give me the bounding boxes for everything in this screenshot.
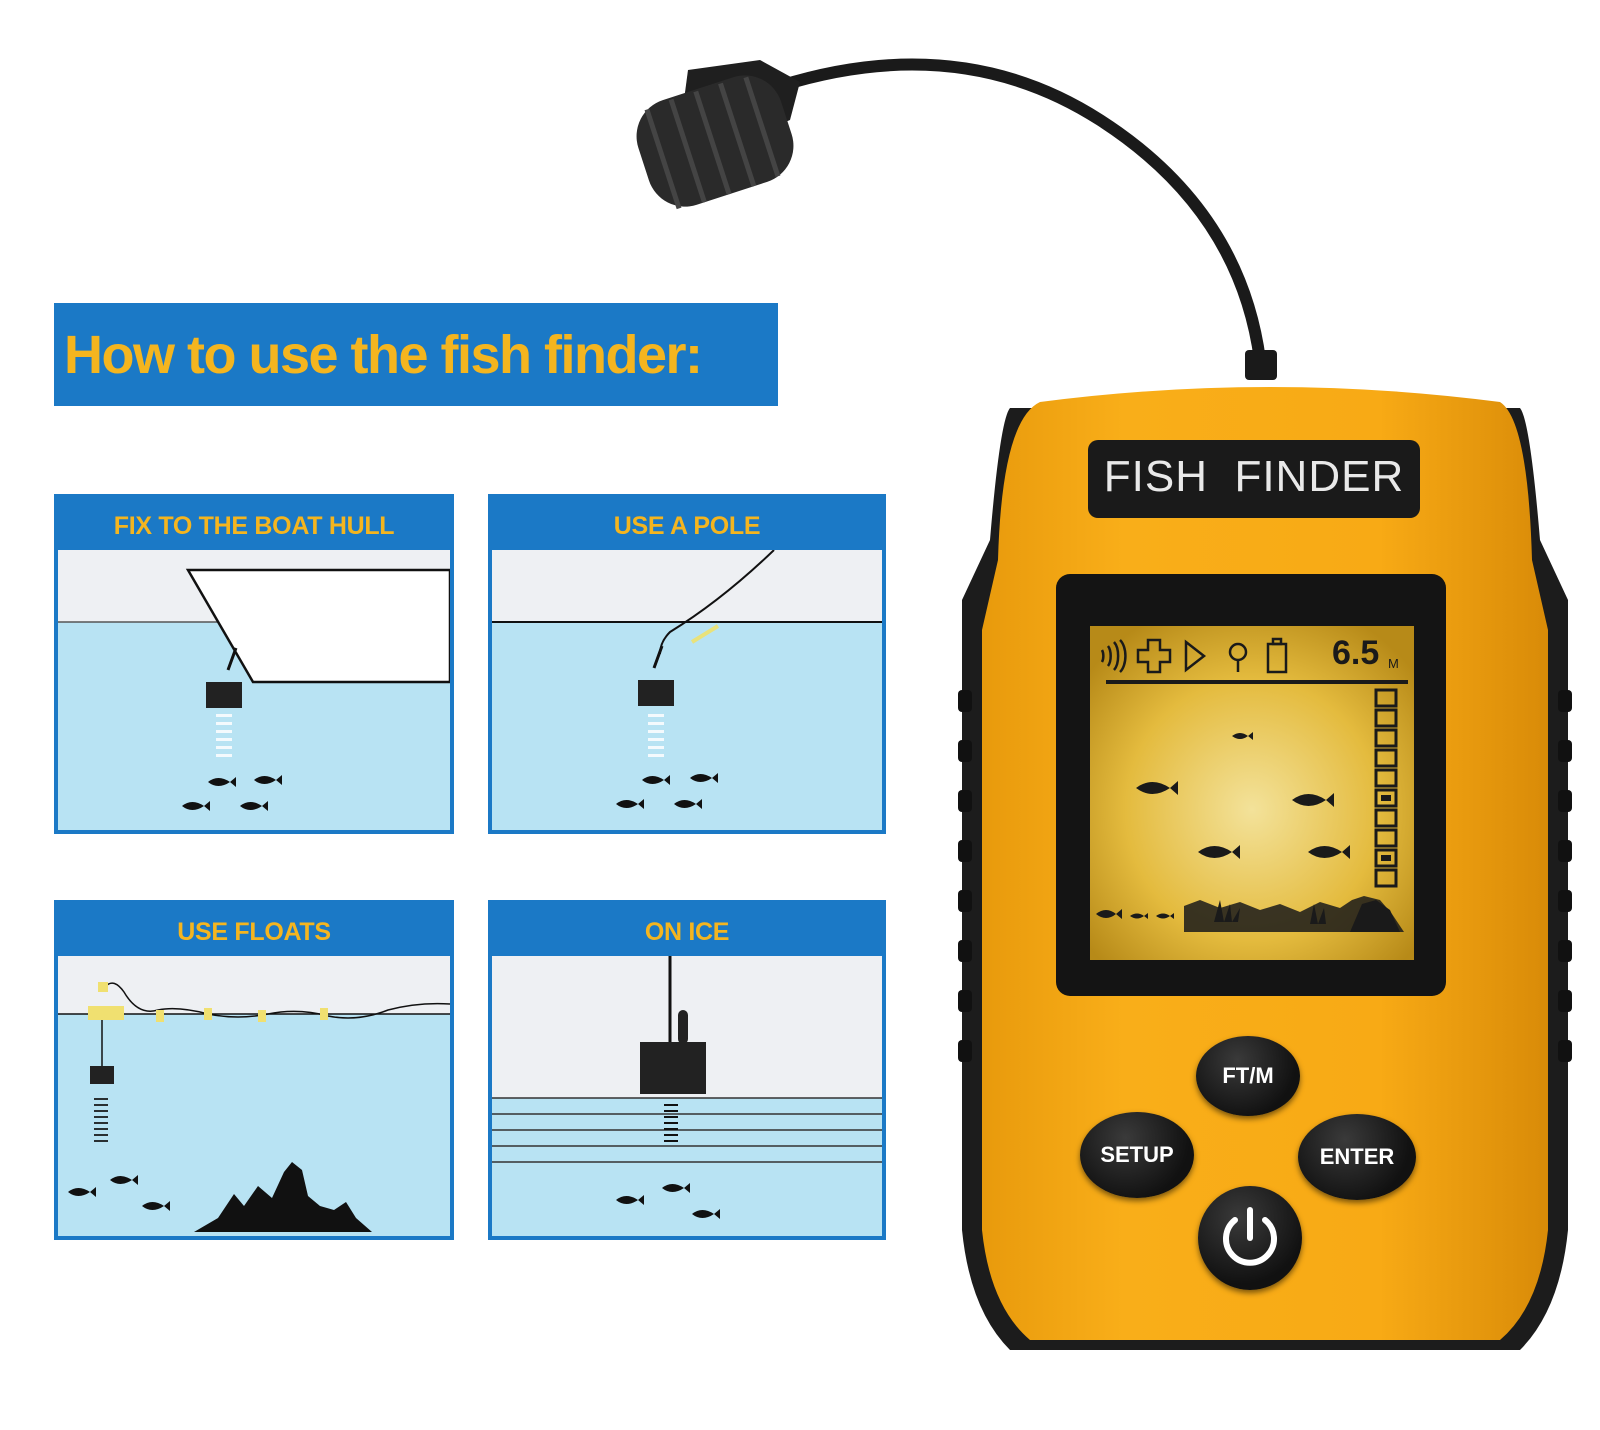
sonar-icon bbox=[1100, 639, 1127, 673]
ice-illustration bbox=[492, 956, 882, 1236]
backlight-icon bbox=[1228, 642, 1248, 672]
fish-icons bbox=[182, 775, 282, 811]
fish-icons bbox=[68, 1175, 170, 1211]
pole-illustration bbox=[492, 550, 882, 830]
connector-plug bbox=[636, 60, 800, 210]
battery-icon bbox=[1266, 637, 1288, 674]
brand-plate bbox=[1088, 440, 1420, 518]
setup-button-label: SETUP bbox=[1100, 1142, 1174, 1167]
ftm-button[interactable]: FT/M bbox=[1196, 1036, 1300, 1116]
rock-silhouette bbox=[194, 1162, 372, 1232]
panel-ice: ON ICE bbox=[488, 900, 886, 1240]
transducer-cable bbox=[778, 58, 1277, 380]
setup-button[interactable]: SETUP bbox=[1080, 1112, 1194, 1198]
page-title: How to use the fish finder: bbox=[64, 324, 703, 385]
depth-readout: 6.5 bbox=[1332, 634, 1380, 672]
floats-illustration bbox=[58, 956, 450, 1236]
power-icon bbox=[1223, 1207, 1277, 1266]
screen-fish-icons bbox=[1096, 732, 1350, 919]
panel-title-ice: ON ICE bbox=[492, 904, 882, 956]
panel-boat-hull: FIX TO THE BOAT HULL bbox=[54, 494, 454, 834]
panel-title-floats: USE FLOATS bbox=[58, 904, 450, 956]
depth-unit: M bbox=[1388, 656, 1399, 671]
enter-button-label: ENTER bbox=[1319, 1144, 1395, 1169]
power-button[interactable] bbox=[1198, 1186, 1302, 1290]
panel-title-pole: USE A POLE bbox=[492, 498, 882, 550]
fish-alarm-icon bbox=[1136, 638, 1172, 674]
brand-label: FISH FINDER bbox=[1103, 452, 1405, 501]
speaker-icon bbox=[1184, 639, 1207, 673]
enter-button[interactable]: ENTER bbox=[1298, 1114, 1416, 1200]
sensitivity-bar bbox=[1374, 688, 1398, 888]
heading-banner: How to use the fish finder: bbox=[54, 303, 778, 406]
boat-hull-illustration bbox=[58, 550, 450, 830]
panel-pole: USE A POLE bbox=[488, 494, 886, 834]
screen-seabed bbox=[1184, 896, 1404, 932]
fish-icons bbox=[616, 773, 718, 809]
panel-floats: USE FLOATS bbox=[54, 900, 454, 1240]
ftm-button-label: FT/M bbox=[1222, 1063, 1274, 1088]
fish-icons bbox=[616, 1183, 720, 1219]
panel-title-boat-hull: FIX TO THE BOAT HULL bbox=[58, 498, 450, 550]
